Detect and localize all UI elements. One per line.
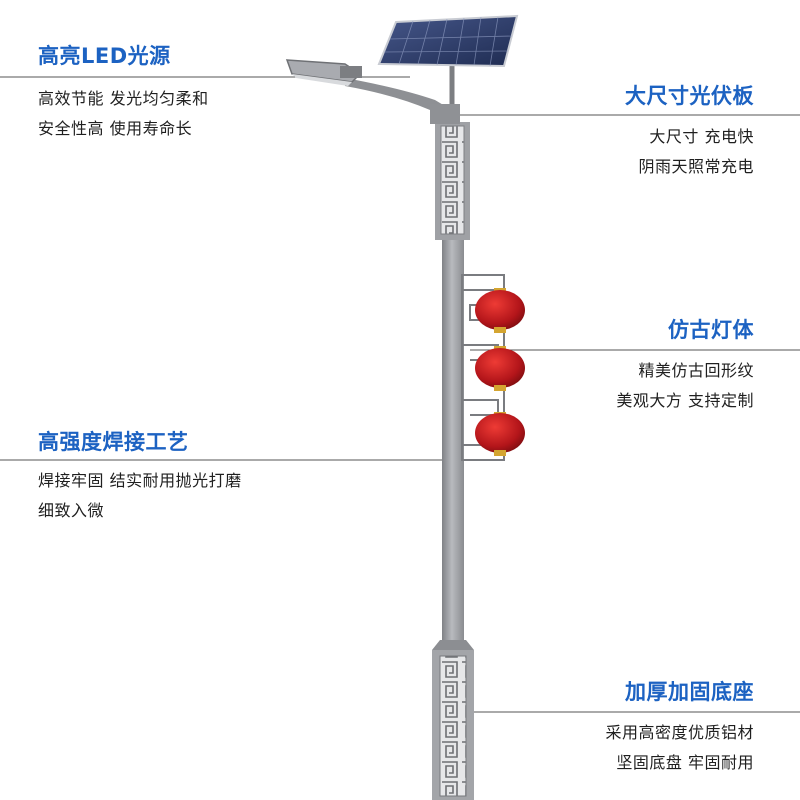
pole-top-cap [430,104,460,124]
led-lamp-head-icon [285,59,362,86]
feature-desc-lamp: 精美仿古回形纹 美观大方 支持定制 [616,356,754,416]
feature-line: 采用高密度优质铝材 [605,723,754,742]
feature-line: 安全性高 使用寿命长 [38,119,193,138]
feature-title-solar: 大尺寸光伏板 [625,84,754,108]
feature-line: 坚固底盘 牢固耐用 [616,753,754,772]
feature-desc-base: 采用高密度优质铝材 坚固底盘 牢固耐用 [605,718,754,778]
feature-line: 细致入微 [38,501,105,520]
red-lantern-icon [475,288,525,333]
feature-desc-led: 高效节能 发光均匀柔和 安全性高 使用寿命长 [38,84,209,144]
feature-title-led: 高亮LED光源 [38,44,171,68]
feature-desc-solar: 大尺寸 充电快 阴雨天照常充电 [638,122,754,182]
feature-line: 焊接牢固 结实耐用抛光打磨 [38,471,242,490]
red-lantern-icon [475,412,525,456]
feature-line: 阴雨天照常充电 [638,157,754,176]
feature-line: 美观大方 支持定制 [616,391,754,410]
feature-desc-weld: 焊接牢固 结实耐用抛光打磨 细致入微 [38,466,242,526]
feature-line: 大尺寸 充电快 [649,127,754,146]
feature-title-weld: 高强度焊接工艺 [38,430,189,454]
pole-shaft [442,235,464,645]
fret-pattern-icon [435,122,470,240]
feature-line: 精美仿古回形纹 [638,361,754,380]
lamp-arm [345,78,455,122]
solar-panel-icon [377,14,519,110]
feature-title-base: 加厚加固底座 [625,680,754,704]
feature-title-lamp: 仿古灯体 [668,318,754,342]
red-lantern-icon [475,346,525,391]
feature-line: 高效节能 发光均匀柔和 [38,89,209,108]
pole-base [432,640,474,800]
